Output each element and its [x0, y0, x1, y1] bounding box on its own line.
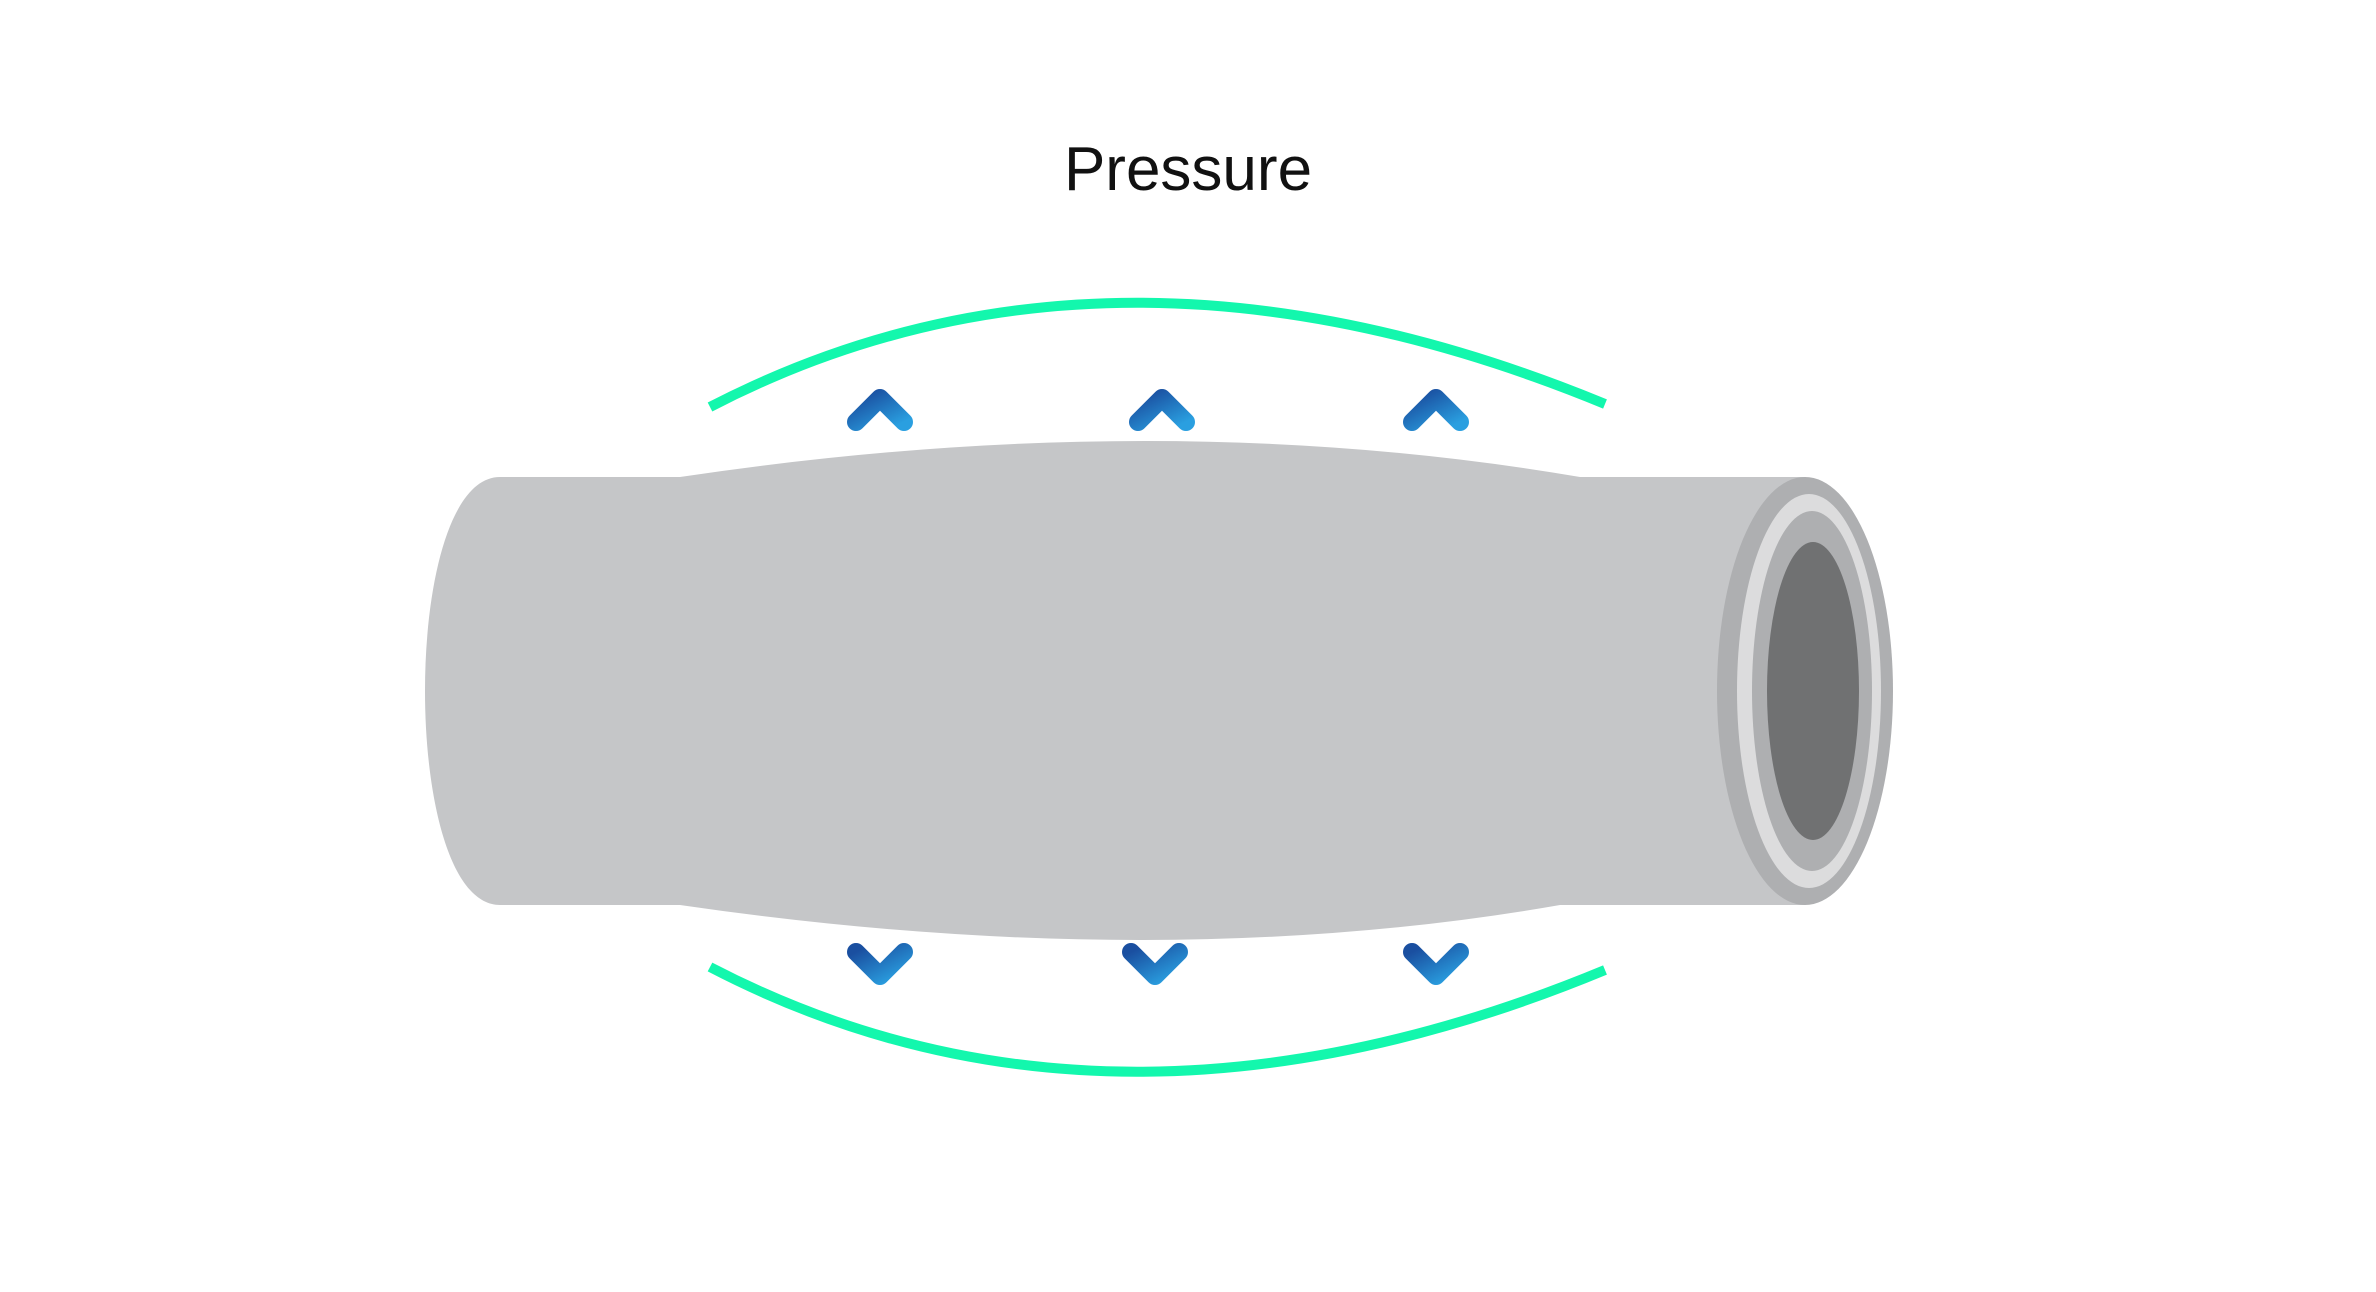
pressure-arc-top: [707, 297, 1607, 412]
arrow-down-icon: [1122, 903, 1188, 985]
diagram-title: Pressure: [1063, 135, 1313, 204]
arrow-down-icon: [1403, 903, 1469, 985]
vessel-body: [425, 441, 1805, 940]
arrow-up-icon: [1129, 388, 1195, 469]
arrow-up-icon: [847, 388, 913, 469]
pressure-arc-bottom: [707, 962, 1607, 1077]
arrow-up-icon: [1403, 388, 1469, 469]
arrow-down-icon: [847, 903, 913, 985]
vessel-lumen: [1767, 542, 1859, 840]
